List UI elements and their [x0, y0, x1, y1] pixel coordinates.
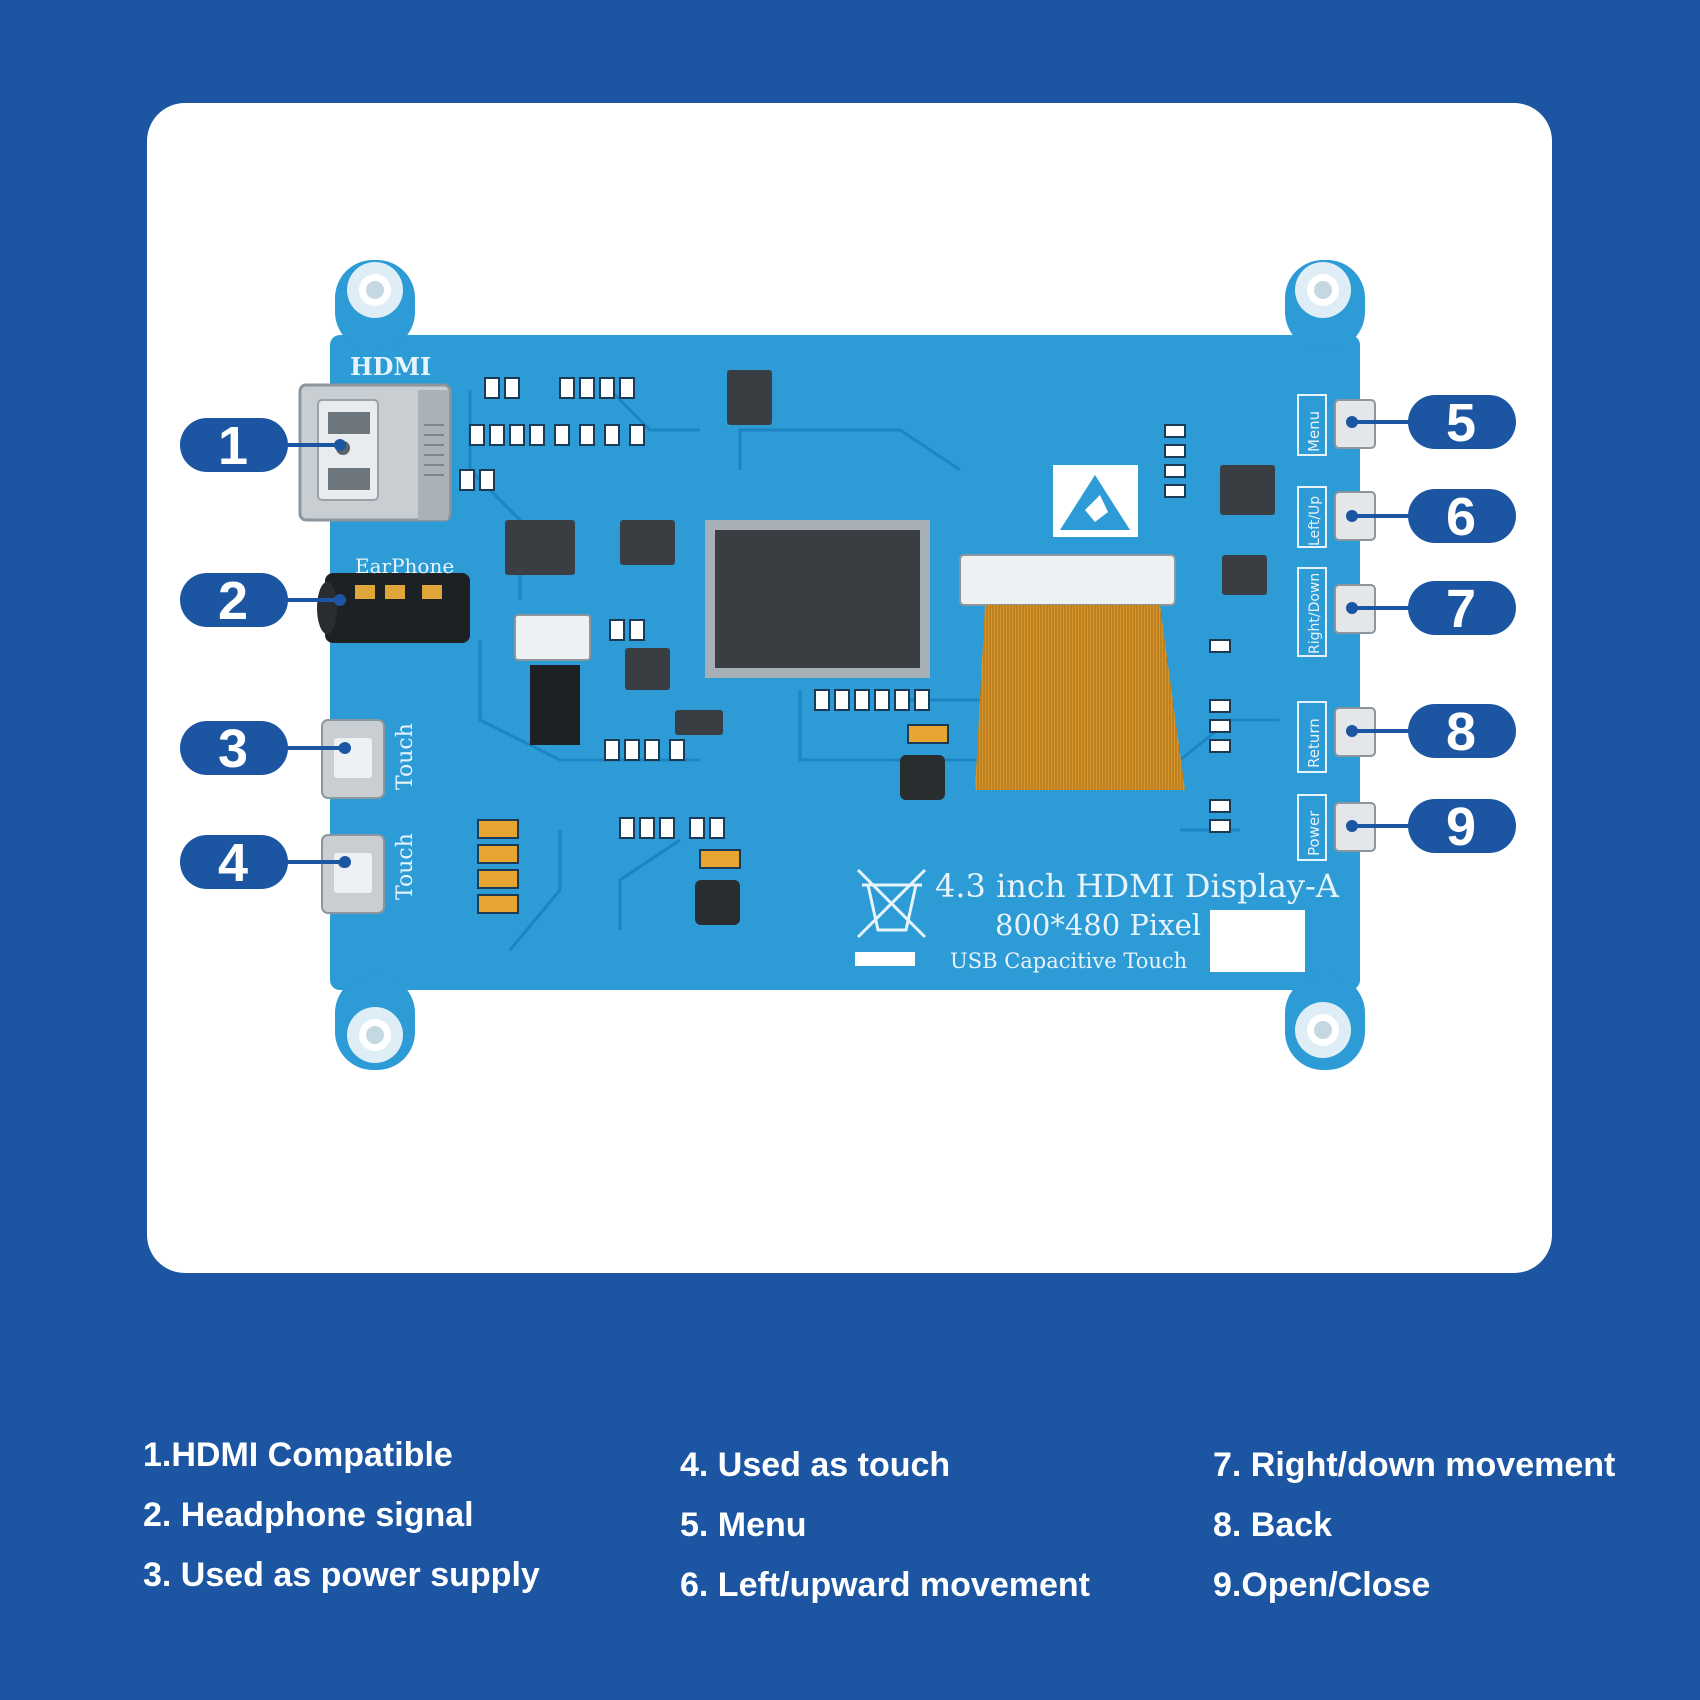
hdmi-port: [298, 383, 452, 522]
legend-item: 4. Used as touch: [680, 1446, 951, 1484]
legend-item: 8. Back: [1213, 1506, 1333, 1544]
callout-1: 1: [180, 416, 346, 476]
display-ribbon-cable: [959, 554, 1185, 790]
hdmi-silkscreen: HDMI: [350, 352, 431, 381]
weee-bin-icon: [856, 868, 927, 939]
mounting-hole-top-right: [1295, 262, 1351, 318]
smd-components: [459, 377, 1231, 914]
callout-3: 3: [180, 719, 351, 779]
button-label-power: Power: [1305, 810, 1323, 856]
legend-item: 5. Menu: [680, 1506, 807, 1544]
board-touch-type: USB Capacitive Touch: [950, 949, 1187, 973]
button-label-left-up: Left/Up: [1307, 496, 1323, 546]
callout-7-label: 7: [1446, 579, 1476, 639]
legend-column-2: 4. Used as touch 5. Menu 6. Left/upward …: [680, 1435, 1090, 1615]
callout-1-label: 1: [218, 416, 248, 476]
callout-5-label: 5: [1446, 393, 1476, 453]
esd-warning-icon: [1053, 465, 1138, 537]
mounting-hole-top-left: [347, 262, 403, 318]
callout-8: 8: [1346, 702, 1516, 762]
legend-item: 3. Used as power supply: [143, 1556, 540, 1594]
button-label-menu: Menu: [1305, 411, 1323, 452]
earphone-jack: [317, 573, 470, 643]
legend-item: 6. Left/upward movement: [680, 1566, 1090, 1604]
legend-column-3: 7. Right/down movement 8. Back 9.Open/Cl…: [1213, 1435, 1615, 1615]
touch-silkscreen-power: Touch: [393, 723, 418, 790]
callout-8-label: 8: [1446, 702, 1476, 762]
feature-legend: 1.HDMI Compatible 2. Headphone signal 3.…: [0, 1420, 1700, 1604]
ic-chips: [505, 370, 1275, 925]
fpc-connector-small: [514, 614, 591, 745]
legend-column-1: 1.HDMI Compatible 2. Headphone signal 3.…: [143, 1425, 540, 1605]
touch-silkscreen-data: Touch: [393, 833, 418, 900]
callout-4: 4: [180, 833, 351, 893]
callout-6: 6: [1346, 487, 1516, 547]
callout-2: 2: [180, 571, 346, 631]
callout-5: 5: [1346, 393, 1516, 453]
callout-9: 9: [1346, 797, 1516, 857]
button-label-right-down: Right/Down: [1307, 573, 1323, 654]
mounting-hole-bottom-right: [1295, 1002, 1351, 1058]
button-silkscreen-labels: Menu Left/Up Right/Down Return Power: [1297, 394, 1327, 861]
micro-usb-port-power: [321, 719, 385, 799]
callout-2-label: 2: [218, 571, 248, 631]
mounting-hole-bottom-left: [347, 1007, 403, 1063]
callout-7: 7: [1346, 579, 1516, 639]
callout-4-label: 4: [218, 833, 248, 893]
callout-6-label: 6: [1446, 487, 1476, 547]
callout-3-label: 3: [218, 719, 248, 779]
blank-label-area: [1210, 910, 1305, 972]
legend-item: 1.HDMI Compatible: [143, 1436, 453, 1474]
button-label-return: Return: [1305, 718, 1323, 768]
legend-item: 2. Headphone signal: [143, 1496, 474, 1534]
side-buttons: [1334, 399, 1376, 852]
legend-item: 7. Right/down movement: [1213, 1446, 1616, 1484]
board-resolution: 800*480 Pixel: [995, 908, 1201, 942]
callout-9-label: 9: [1446, 797, 1476, 857]
main-processor-chip: [705, 520, 930, 678]
blank-label-strip: [855, 952, 915, 966]
board-title: 4.3 inch HDMI Display-A: [935, 867, 1340, 905]
earphone-silkscreen: EarPhone: [355, 554, 454, 578]
micro-usb-port-touch: [321, 834, 385, 914]
legend-item: 9.Open/Close: [1213, 1566, 1431, 1604]
